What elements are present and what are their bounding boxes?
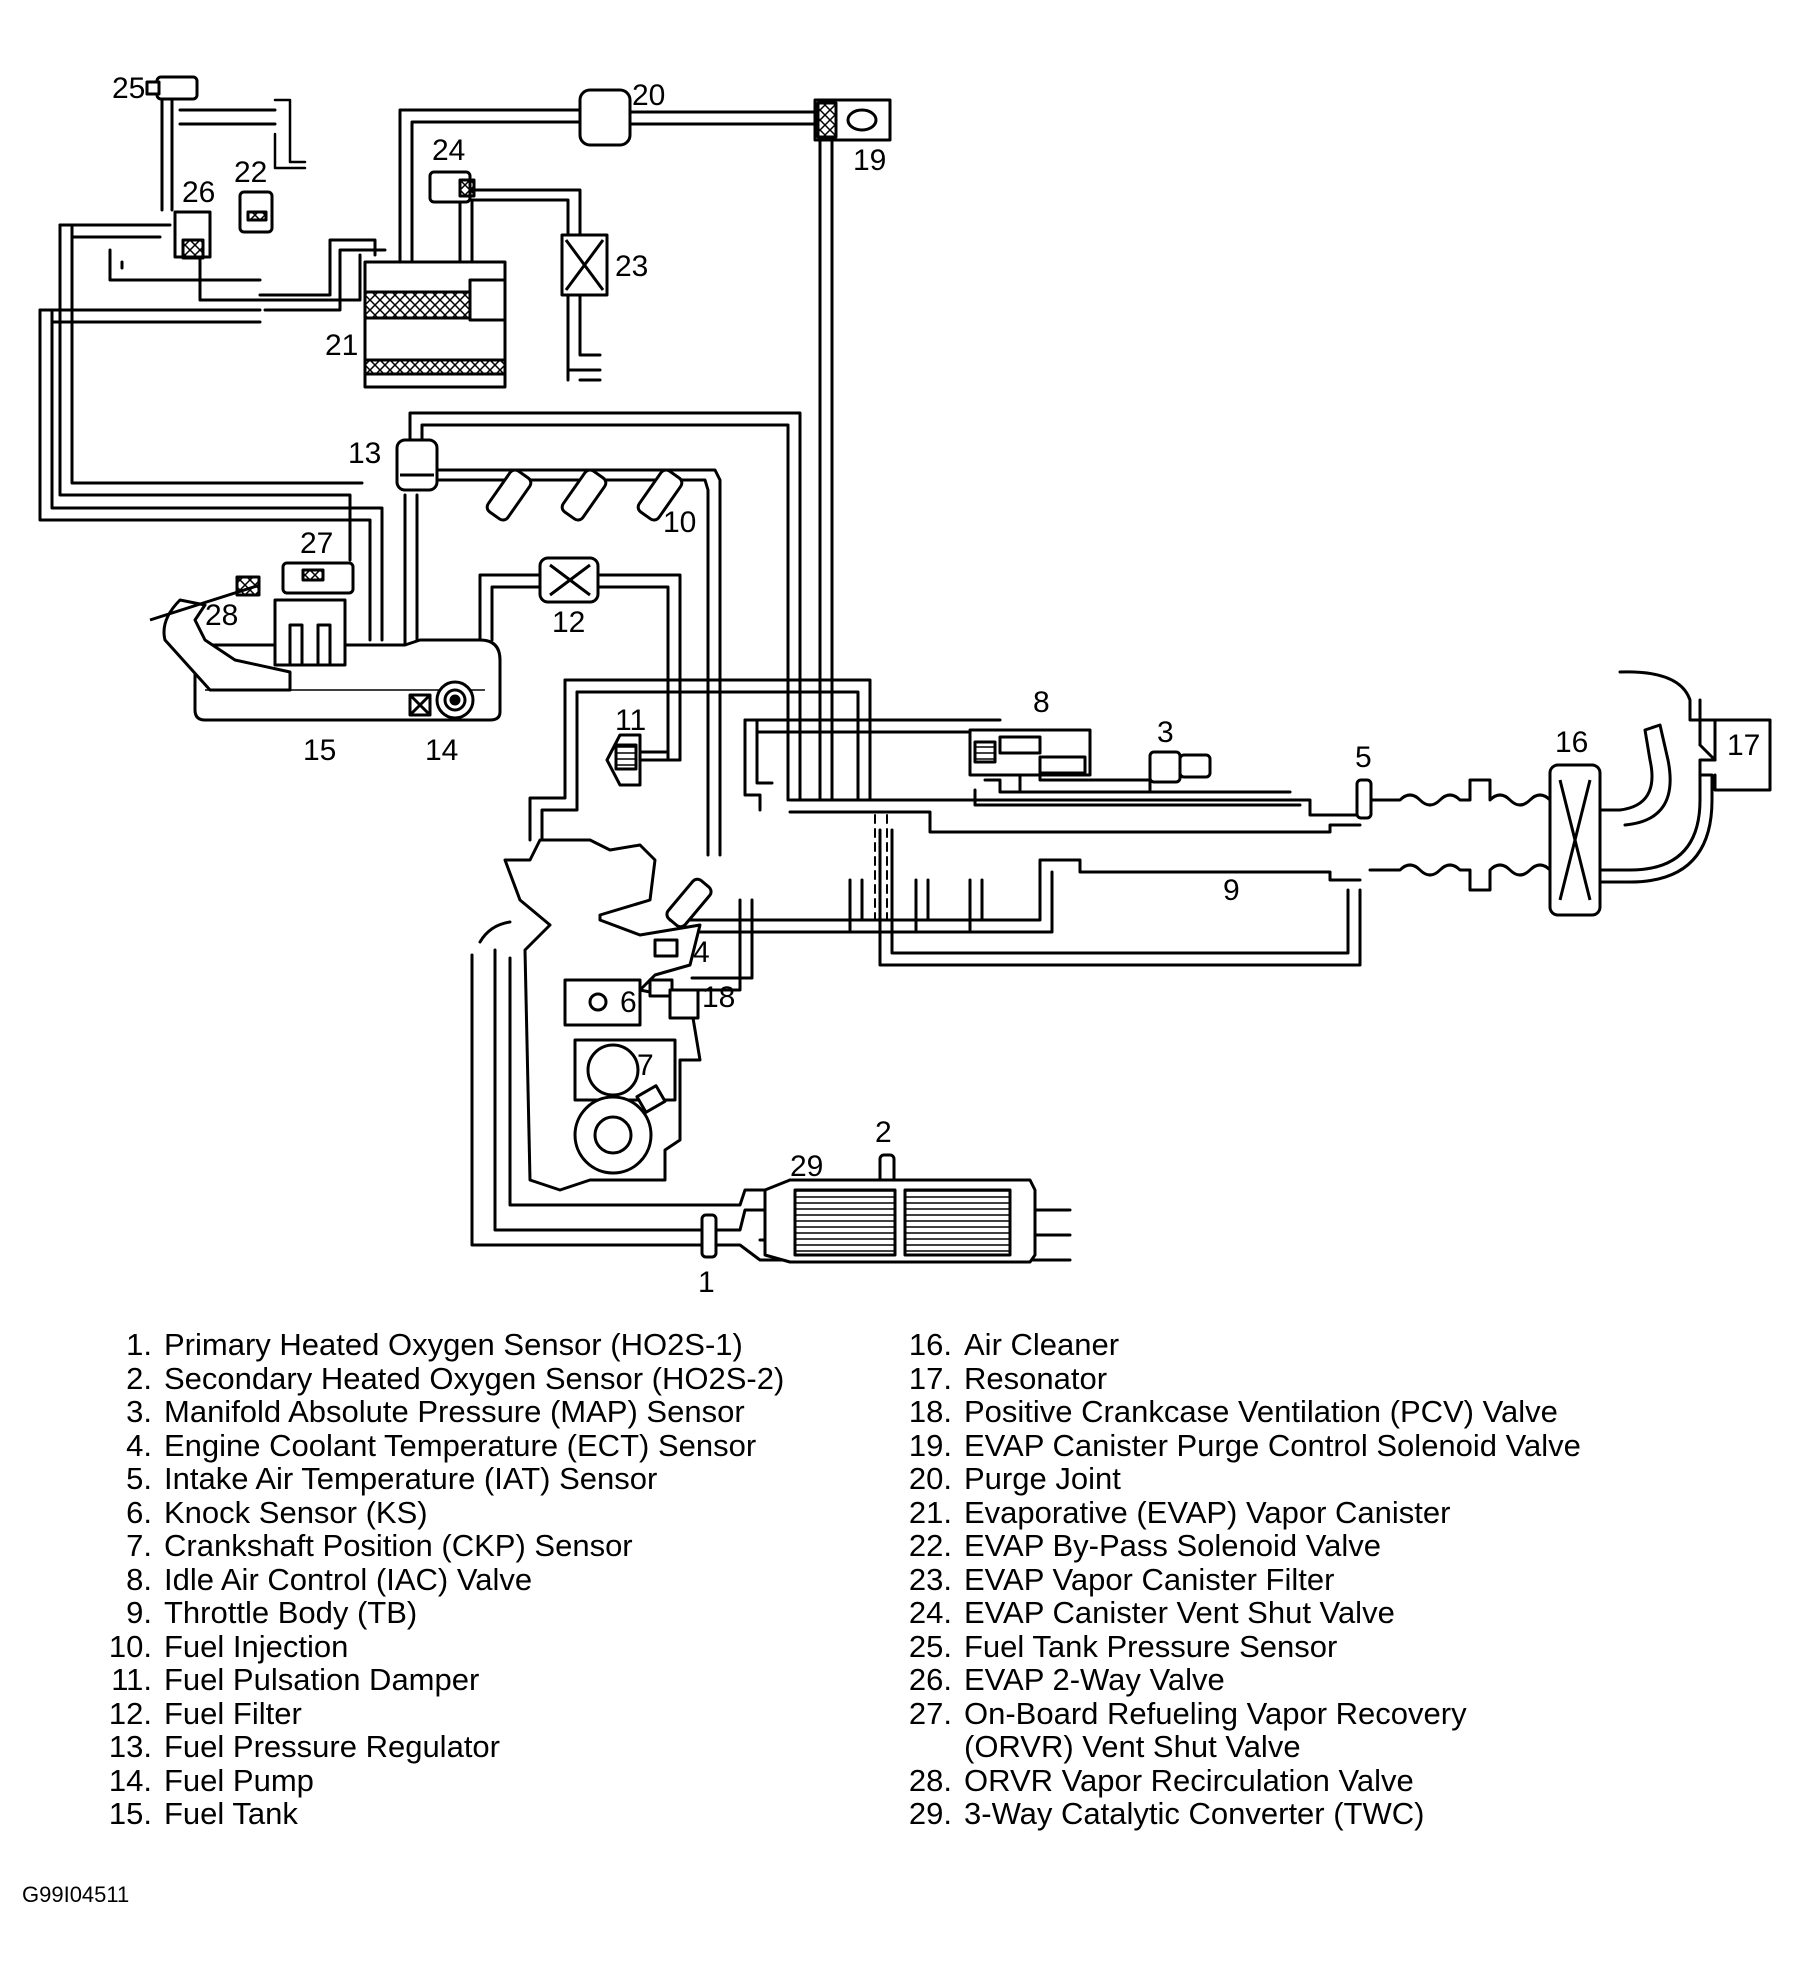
callout-25: 25 [112,72,145,105]
legend-item: 15.Fuel Tank [108,1796,298,1831]
legend-item: 20.Purge Joint [908,1461,1121,1496]
callout-14: 14 [425,734,458,767]
callout-21: 21 [325,329,358,362]
legend-item: 26.EVAP 2-Way Valve [908,1662,1225,1697]
callout-10: 10 [663,506,696,539]
callout-26: 26 [182,176,215,209]
callout-12: 12 [552,606,585,639]
legend-item: 4.Engine Coolant Temperature (ECT) Senso… [126,1427,757,1463]
callout-6: 6 [620,986,637,1019]
callout-1: 1 [698,1266,715,1299]
legend-item: 28.ORVR Vapor Recirculation Valve [908,1762,1414,1798]
engine-emission-system-diagram: 25 20 19 24 22 26 23 21 13 10 27 28 12 1… [38,72,1772,1299]
legend-right-column: 16.Air Cleaner 17.Resonator 18.Positive … [900,1328,1581,1831]
legend-item: 7.Crankshaft Position (CKP) Sensor [126,1528,633,1563]
legend-item: 29.3-Way Catalytic Converter (TWC) [908,1796,1425,1831]
callout-11: 11 [615,704,646,737]
legend-item: 19.EVAP Canister Purge Control Solenoid … [908,1427,1581,1463]
callout-19: 19 [853,144,886,177]
callout-20: 20 [632,79,665,112]
callout-2: 2 [875,1116,892,1149]
callout-16: 16 [1555,726,1588,759]
legend-item: 25.Fuel Tank Pressure Sensor [908,1628,1338,1664]
legend-item: 6.Knock Sensor (KS) [126,1494,428,1530]
legend-item: 13.Fuel Pressure Regulator [108,1729,500,1764]
legend-item-continuation: (ORVR) Vent Shut Valve [964,1729,1301,1764]
legend-item: 9.Throttle Body (TB) [126,1595,418,1630]
callout-28: 28 [205,599,238,632]
callout-9: 9 [1223,874,1240,907]
legend-item: 23.EVAP Vapor Canister Filter [908,1561,1335,1597]
legend-item: 2.Secondary Heated Oxygen Sensor (HO2S-2… [126,1360,785,1396]
legend-item: 22.EVAP By-Pass Solenoid Valve [908,1528,1382,1563]
callout-4: 4 [693,936,710,969]
callout-8: 8 [1033,686,1050,719]
callout-29: 29 [790,1150,823,1183]
legend-item: 16.Air Cleaner [908,1327,1120,1362]
legend-item: 17.Resonator [908,1360,1108,1396]
legend-item: 11.Fuel Pulsation Damper [111,1662,480,1697]
legend-item: 10.Fuel Injection [108,1628,349,1664]
callout-13: 13 [348,437,381,470]
legend-item: 12.Fuel Filter [108,1695,302,1731]
legend-item: 3.Manifold Absolute Pressure (MAP) Senso… [126,1394,745,1429]
legend-left-column: 1.Primary Heated Oxygen Sensor (HO2S-1) … [100,1328,784,1831]
legend-item: 27.On-Board Refueling Vapor Recovery [908,1695,1467,1731]
callout-17: 17 [1727,729,1760,762]
legend-item: 18.Positive Crankcase Ventilation (PCV) … [908,1394,1558,1429]
legend-item: 8.Idle Air Control (IAC) Valve [126,1561,533,1597]
callout-27: 27 [300,527,333,560]
callout-3: 3 [1157,716,1174,749]
callout-23: 23 [615,250,648,283]
callout-15: 15 [303,734,336,767]
callout-5: 5 [1355,741,1372,774]
legend-item: 1.Primary Heated Oxygen Sensor (HO2S-1) [126,1327,743,1362]
callout-18: 18 [702,981,735,1014]
legend-item: 24.EVAP Canister Vent Shut Valve [908,1595,1395,1630]
figure-id: G99I04511 [22,1882,130,1907]
callout-24: 24 [432,134,465,167]
legend-item: 5.Intake Air Temperature (IAT) Sensor [126,1461,658,1496]
callout-7: 7 [637,1049,654,1082]
callout-22: 22 [234,156,267,189]
legend-item: 21.Evaporative (EVAP) Vapor Canister [908,1494,1451,1530]
legend-item: 14.Fuel Pump [108,1762,314,1798]
